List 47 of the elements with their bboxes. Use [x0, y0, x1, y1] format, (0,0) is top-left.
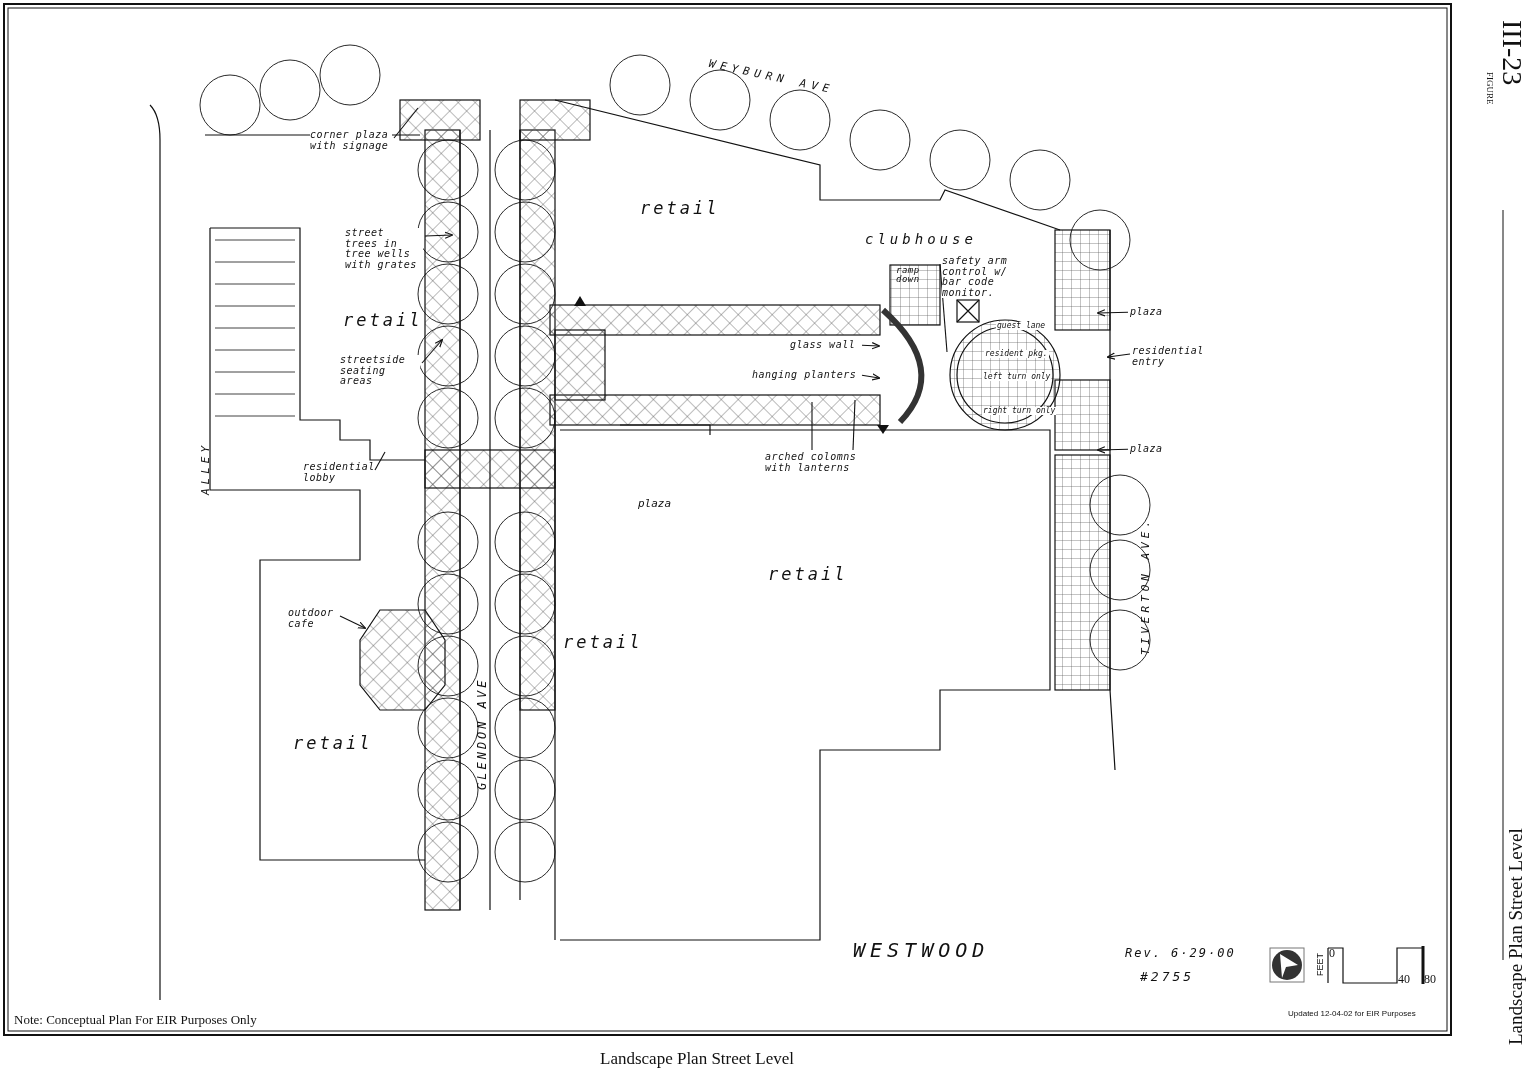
callout-label: residential entry: [1132, 346, 1202, 367]
plan-label: retail: [563, 634, 643, 652]
leader-line: [374, 451, 386, 471]
plan-label: guest lane: [996, 322, 1047, 331]
plan-label: resident pkg.: [984, 350, 1049, 359]
leader-line: [393, 107, 419, 139]
leader-line: [424, 231, 454, 239]
plan-label: FIGURE: [1484, 72, 1494, 105]
leader-line: [861, 373, 881, 381]
area-label: ramp down: [896, 266, 921, 285]
plan-label: right turn only: [982, 407, 1057, 416]
caption: Landscape Plan Street Level: [600, 1050, 794, 1068]
leader-line: [939, 263, 948, 353]
plan-label: plaza: [638, 498, 672, 510]
leader-line: [811, 401, 813, 451]
callout-label: streetside seating areas: [340, 355, 420, 387]
leader-line: [1096, 309, 1129, 317]
callout-label: corner plaza with signage: [310, 130, 392, 151]
plan-label: ALLEY: [200, 441, 212, 495]
plan-label: WESTWOOD: [853, 940, 990, 961]
plan-label: retail: [768, 566, 848, 584]
callout-label: residential lobby: [303, 462, 373, 483]
plan-label: GLENDON AVE: [476, 677, 489, 790]
plan-label: III-23: [1497, 20, 1527, 86]
leader-line: [1106, 352, 1131, 360]
plan-label: 40: [1398, 973, 1410, 986]
plan-label: #2755: [1140, 970, 1195, 984]
plan-label: 80: [1424, 973, 1436, 986]
plan-label: Landscape Plan Street Level: [1506, 828, 1526, 1045]
plan-label: Rev. 6·29·00: [1125, 947, 1236, 960]
plan-label: retail: [343, 312, 423, 330]
plan-label: retail: [293, 735, 373, 753]
leader-line: [852, 399, 856, 451]
plan-label: TIVERTON AVE.: [1140, 516, 1152, 655]
plan-label: Note: Conceptual Plan For EIR Purposes Only: [14, 1013, 257, 1027]
leader-line: [421, 338, 444, 364]
plan-label: clubhouse: [865, 232, 977, 247]
plan-label: retail: [640, 200, 720, 218]
plan-label: FEET: [1316, 953, 1326, 976]
callout-label: arched colomns with lanterns: [765, 452, 857, 473]
leader-line: [1096, 446, 1129, 454]
callout-label: street trees in tree wells with grates: [345, 228, 423, 270]
plan-label: 0: [1329, 947, 1335, 960]
plan-label: Updated 12-04-02 for EIR Purposes: [1288, 1010, 1416, 1019]
plan-label: left turn only: [982, 373, 1052, 382]
leader-line: [861, 342, 881, 350]
leader-line: [339, 615, 367, 629]
